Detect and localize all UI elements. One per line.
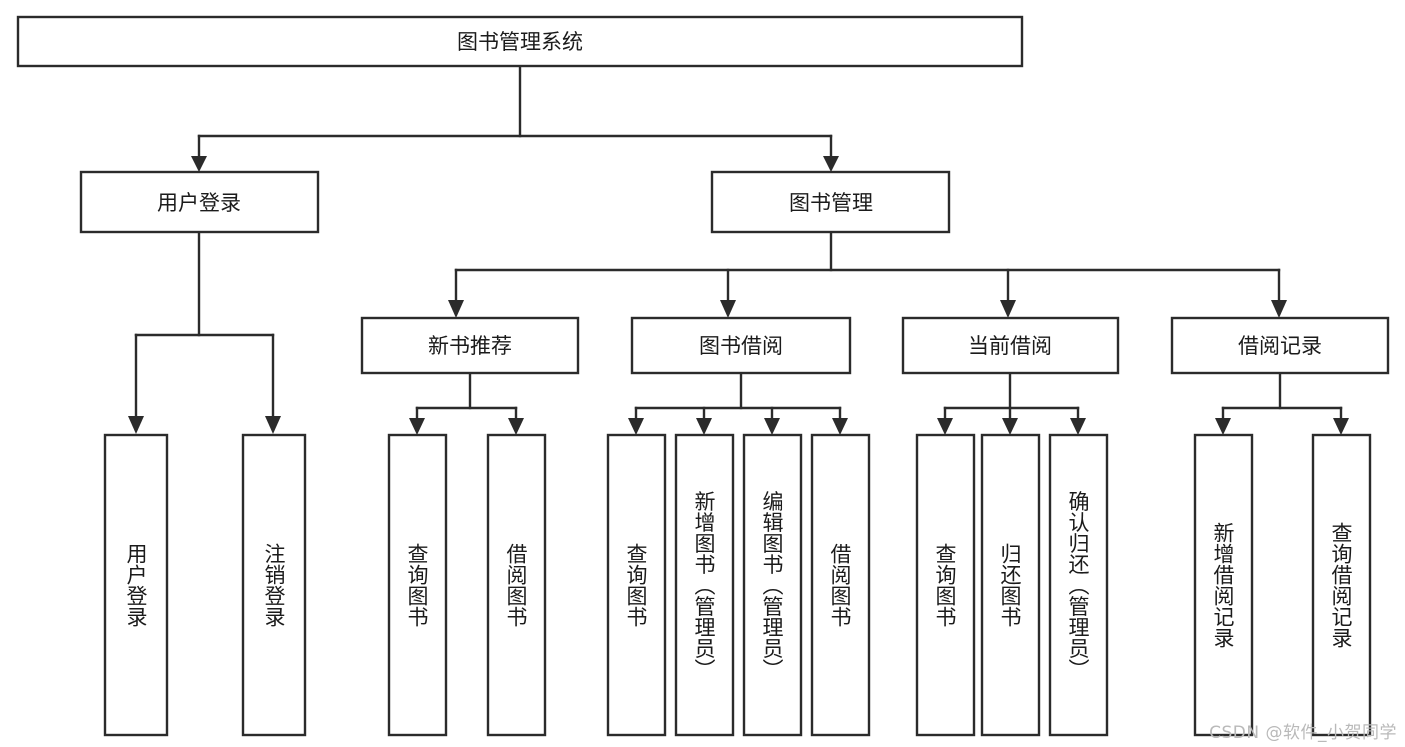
- node-root-label: 图书管理系统: [457, 30, 583, 54]
- node-book-borrow-label: 图书借阅: [699, 334, 783, 358]
- arrow-to-leaf-add-book: [696, 418, 712, 435]
- node-leaf-user-login[interactable]: 用户登录: [103, 433, 169, 737]
- arrow-to-leaf-confirm-return: [1070, 418, 1086, 435]
- arrow-to-leaf-logout: [265, 416, 281, 434]
- node-leaf-query-record[interactable]: 查询借阅记录: [1311, 433, 1372, 737]
- node-book-manage-label: 图书管理: [789, 191, 873, 215]
- node-leaf-edit-book[interactable]: 编辑图书（管理员）: [742, 433, 803, 737]
- arrow-to-new-book-rec: [448, 300, 464, 318]
- node-user-login[interactable]: 用户登录: [79, 170, 320, 234]
- node-leaf-query-record-label: 查询借阅记录: [1329, 522, 1353, 648]
- node-leaf-query-book-a-label: 查询图书: [405, 543, 429, 627]
- node-leaf-query-book-c-label: 查询图书: [933, 543, 957, 627]
- edges-group: [128, 64, 1349, 435]
- node-leaf-borrow-book-b[interactable]: 借阅图书: [810, 433, 871, 737]
- node-new-book-rec-label: 新书推荐: [428, 334, 512, 358]
- node-leaf-add-book[interactable]: 新增图书（管理员）: [674, 433, 735, 737]
- node-leaf-query-book-b-label: 查询图书: [624, 543, 648, 627]
- node-book-borrow[interactable]: 图书借阅: [630, 316, 852, 375]
- node-leaf-confirm-return-label: 确认归还（管理员）: [1066, 491, 1090, 680]
- node-borrow-record[interactable]: 借阅记录: [1170, 316, 1390, 375]
- node-leaf-query-book-c[interactable]: 查询图书: [915, 433, 976, 737]
- node-leaf-logout[interactable]: 注销登录: [241, 433, 307, 737]
- node-borrow-record-label: 借阅记录: [1238, 334, 1322, 358]
- node-user-login-label: 用户登录: [157, 191, 241, 215]
- node-leaf-query-book-b[interactable]: 查询图书: [606, 433, 667, 737]
- node-book-manage[interactable]: 图书管理: [710, 170, 951, 234]
- arrow-to-leaf-query-book-b: [628, 418, 644, 435]
- arrow-to-leaf-edit-book: [764, 418, 780, 435]
- node-leaf-query-book-a[interactable]: 查询图书: [387, 433, 448, 737]
- node-current-borrow-label: 当前借阅: [968, 334, 1052, 358]
- arrow-to-book-borrow: [720, 300, 736, 318]
- node-leaf-edit-book-label: 编辑图书（管理员）: [760, 491, 784, 680]
- node-leaf-user-login-label: 用户登录: [124, 543, 148, 627]
- arrow-to-leaf-borrow-book-a: [508, 418, 524, 435]
- arrow-root-to-user-login: [191, 156, 207, 172]
- node-leaf-add-record-label: 新增借阅记录: [1211, 522, 1235, 648]
- node-leaf-borrow-book-b-label: 借阅图书: [828, 543, 852, 627]
- arrow-to-leaf-borrow-book-b: [832, 418, 848, 435]
- node-leaf-add-record[interactable]: 新增借阅记录: [1193, 433, 1254, 737]
- watermark-text: CSDN @软件_小贺同学: [1209, 723, 1397, 743]
- arrow-root-to-book-manage: [823, 156, 839, 172]
- node-leaf-return-book[interactable]: 归还图书: [980, 433, 1041, 737]
- arrow-to-leaf-query-book-c: [937, 418, 953, 435]
- arrow-to-leaf-query-book-a: [409, 418, 425, 435]
- node-leaf-add-book-label: 新增图书（管理员）: [692, 491, 716, 680]
- arrow-to-borrow-record: [1271, 300, 1287, 318]
- arrow-to-leaf-return-book: [1002, 418, 1018, 435]
- arrow-to-current-borrow: [1000, 300, 1016, 318]
- node-leaf-borrow-book-a[interactable]: 借阅图书: [486, 433, 547, 737]
- node-current-borrow[interactable]: 当前借阅: [901, 316, 1120, 375]
- node-new-book-rec[interactable]: 新书推荐: [360, 316, 580, 375]
- node-root[interactable]: 图书管理系统: [16, 15, 1024, 68]
- arrow-to-leaf-query-record: [1333, 418, 1349, 435]
- arrow-to-leaf-add-record: [1215, 418, 1231, 435]
- node-leaf-confirm-return[interactable]: 确认归还（管理员）: [1048, 433, 1109, 737]
- node-leaf-borrow-book-a-label: 借阅图书: [504, 543, 528, 627]
- node-leaf-return-book-label: 归还图书: [998, 543, 1022, 627]
- arrow-to-leaf-user-login: [128, 416, 144, 434]
- node-leaf-logout-label: 注销登录: [262, 543, 286, 627]
